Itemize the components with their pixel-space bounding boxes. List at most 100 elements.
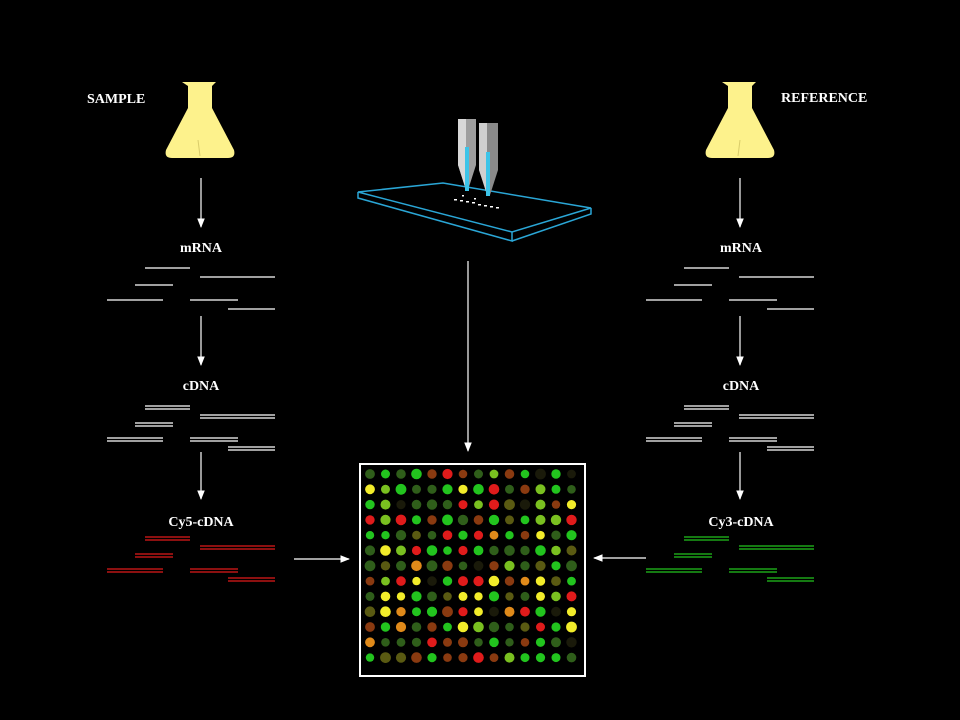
array-spot bbox=[443, 546, 452, 555]
array-spot bbox=[551, 484, 561, 494]
array-spot bbox=[567, 469, 576, 479]
array-spot bbox=[411, 652, 422, 663]
array-spot bbox=[365, 484, 375, 495]
array-spot bbox=[535, 560, 546, 571]
array-spot bbox=[427, 653, 437, 663]
array-spot bbox=[364, 545, 376, 556]
array-spot bbox=[395, 652, 407, 663]
array-spot bbox=[489, 530, 499, 540]
right-cdna-label: cDNA bbox=[722, 379, 760, 394]
array-spot bbox=[426, 606, 438, 617]
array-spot bbox=[427, 530, 437, 540]
microarray-frame bbox=[359, 463, 586, 677]
array-spot bbox=[520, 530, 530, 540]
array-spot bbox=[488, 575, 500, 587]
array-spot bbox=[551, 545, 561, 556]
array-spot bbox=[535, 484, 546, 495]
array-spot bbox=[380, 622, 391, 632]
array-spot bbox=[365, 515, 375, 525]
array-spot bbox=[520, 484, 530, 494]
array-spot bbox=[474, 469, 483, 479]
strands bbox=[107, 267, 814, 582]
array-spot bbox=[427, 515, 437, 525]
sample-title: SAMPLE bbox=[87, 92, 146, 107]
array-spot bbox=[365, 591, 375, 601]
array-spot bbox=[380, 545, 391, 556]
array-spot bbox=[488, 484, 500, 495]
array-spot bbox=[520, 515, 530, 525]
array-spot bbox=[550, 514, 562, 526]
array-spot bbox=[364, 560, 376, 572]
array-spot bbox=[458, 500, 468, 510]
array-spot bbox=[426, 499, 438, 510]
array-spot bbox=[504, 560, 515, 571]
array-spot bbox=[473, 484, 484, 495]
printing-pins-icon bbox=[458, 119, 498, 196]
array-spot bbox=[489, 469, 499, 479]
array-spot bbox=[396, 576, 406, 586]
array-spot bbox=[551, 469, 561, 479]
array-spot bbox=[535, 576, 546, 586]
array-spot bbox=[395, 514, 407, 526]
array-spot bbox=[551, 591, 561, 602]
array-spot bbox=[458, 530, 468, 540]
array-spot bbox=[536, 530, 545, 540]
array-spot bbox=[520, 561, 530, 571]
array-spot bbox=[473, 652, 484, 663]
array-spot bbox=[458, 484, 468, 494]
array-spot bbox=[551, 637, 561, 648]
array-spot bbox=[443, 637, 452, 647]
array-spot bbox=[380, 652, 391, 663]
array-spot bbox=[443, 592, 452, 601]
array-spot bbox=[520, 545, 530, 556]
array-spot bbox=[412, 484, 421, 494]
array-spot bbox=[536, 622, 545, 632]
array-spot bbox=[520, 576, 530, 586]
right-flask-icon bbox=[705, 82, 775, 158]
array-spot bbox=[520, 622, 530, 632]
array-spot bbox=[566, 500, 577, 510]
array-spot bbox=[566, 530, 577, 541]
array-spot bbox=[396, 545, 406, 556]
array-spot bbox=[567, 485, 576, 494]
array-spot bbox=[489, 637, 499, 648]
array-spot bbox=[411, 560, 422, 572]
reference-title: REFERENCE bbox=[781, 91, 868, 106]
array-spot bbox=[427, 484, 437, 494]
array-spot bbox=[488, 591, 500, 602]
array-spot bbox=[442, 468, 453, 480]
array-spot bbox=[504, 469, 515, 479]
left-flask-icon bbox=[165, 82, 235, 158]
array-spot bbox=[551, 530, 561, 540]
array-spot bbox=[396, 560, 406, 571]
array-spot bbox=[458, 561, 468, 571]
array-spot bbox=[426, 560, 438, 572]
array-spot bbox=[442, 560, 453, 571]
array-spot bbox=[442, 606, 453, 618]
array-spot bbox=[457, 621, 469, 633]
array-spot bbox=[473, 621, 484, 633]
array-spot bbox=[396, 607, 406, 617]
array-spot bbox=[519, 499, 531, 510]
array-spot bbox=[396, 469, 406, 479]
array-spot bbox=[536, 591, 545, 601]
array-spot bbox=[442, 499, 453, 510]
array-spot bbox=[380, 606, 391, 617]
array-spot bbox=[504, 499, 515, 510]
array-spot bbox=[427, 576, 437, 586]
right-cy3-label: Cy3-cDNA bbox=[708, 515, 774, 530]
array-spot bbox=[412, 530, 421, 540]
array-spot bbox=[520, 638, 530, 647]
array-spot bbox=[488, 621, 500, 633]
array-spot bbox=[458, 545, 468, 556]
array-spot bbox=[504, 545, 515, 556]
array-spot bbox=[365, 469, 375, 479]
array-spot bbox=[474, 638, 483, 647]
array-spot bbox=[426, 545, 438, 556]
array-spot bbox=[427, 637, 437, 648]
array-spot bbox=[520, 653, 530, 663]
array-spot bbox=[380, 561, 391, 571]
array-spot bbox=[488, 514, 500, 526]
